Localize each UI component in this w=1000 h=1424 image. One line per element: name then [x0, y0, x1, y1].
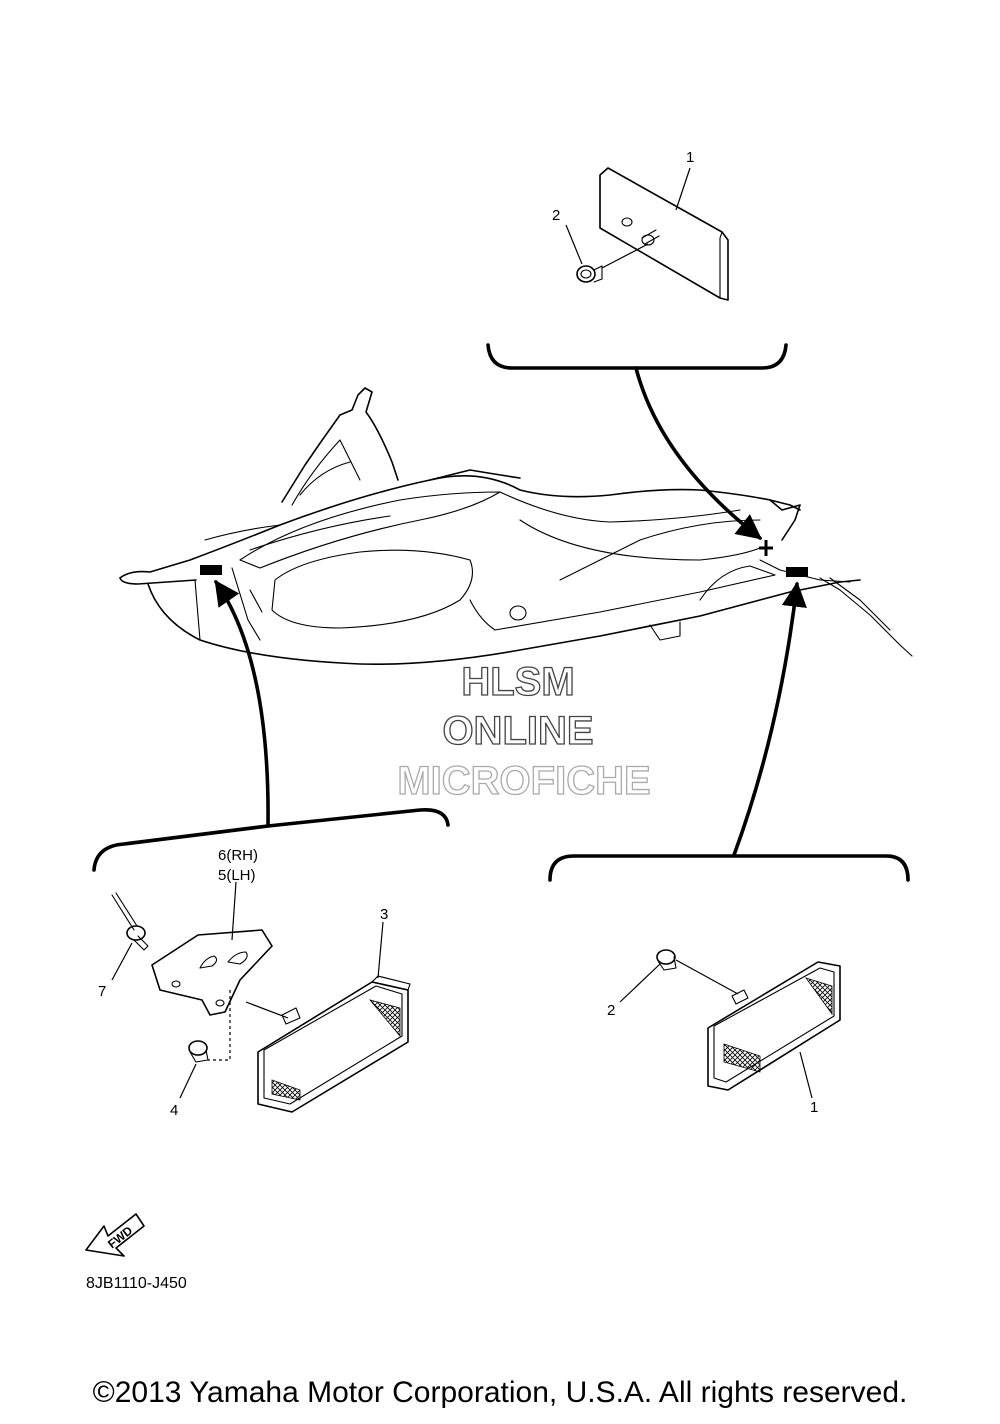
watermark-line3: MICROFICHE: [397, 759, 650, 803]
front-mount-point: [200, 565, 222, 575]
rear-mount-point: [786, 567, 808, 577]
rear-nut-part: [656, 949, 677, 971]
front-reflector-part: [257, 975, 411, 1113]
callout-top-nut: 2: [552, 207, 560, 224]
rear-reflector-detail: 2 1: [548, 854, 910, 1116]
watermark-line1: HLSM: [461, 660, 574, 704]
watermark: HLSM ONLINE MICROFICHE: [397, 659, 652, 803]
watermark-line2: ONLINE: [442, 709, 593, 753]
rear-reflector-part: [707, 961, 841, 1091]
callout-top-reflector: 1: [686, 149, 694, 166]
fwd-label: FWD: [105, 1223, 135, 1251]
front-rivet-part: [111, 892, 149, 951]
front-reflector-detail: 6(RH) 5(LH) 3 7 4: [92, 807, 450, 1119]
rear-detail-bracket: [548, 854, 910, 882]
front-detail-leader: [214, 579, 270, 828]
callout-rear-nut: 2: [607, 1002, 615, 1019]
rear-detail-leader: [732, 581, 807, 857]
callout-front-bracket-lh: 5(LH): [218, 867, 256, 884]
front-nut-part: [188, 1040, 209, 1063]
fwd-arrow-icon: FWD: [85, 1213, 145, 1257]
front-detail-bracket: [92, 807, 450, 872]
copyright-notice: ©2013 Yamaha Motor Corporation, U.S.A. A…: [92, 1376, 908, 1409]
callout-front-reflector: 3: [380, 906, 388, 923]
callout-front-bracket-rh: 6(RH): [218, 847, 258, 864]
callout-front-nut: 4: [170, 1102, 178, 1119]
top-detail-bracket: [486, 343, 788, 370]
top-nut-part: [576, 265, 603, 283]
diagram-code: 8JB1110-J450: [86, 1275, 187, 1292]
callout-rear-reflector: 1: [810, 1099, 818, 1116]
front-bracket-part: [151, 929, 273, 1016]
top-reflector-detail: 1 2: [486, 149, 788, 370]
top-reflector-part: [599, 167, 729, 301]
top-detail-leader: [634, 366, 762, 540]
callout-front-rivet: 7: [98, 983, 106, 1000]
